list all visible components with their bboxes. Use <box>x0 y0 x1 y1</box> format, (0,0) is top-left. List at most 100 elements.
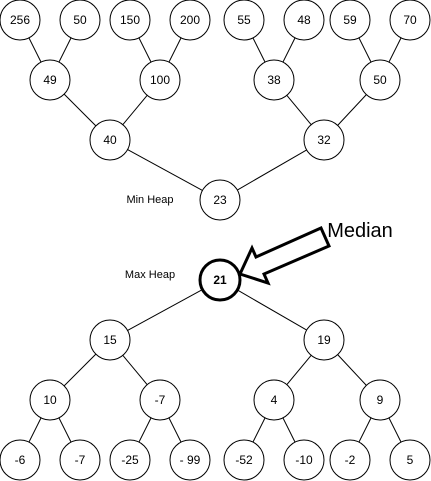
node-value: 59 <box>343 13 357 27</box>
edge-max-l-max-ll <box>63 353 97 387</box>
node-circle <box>89 319 131 361</box>
node-circle <box>29 379 71 421</box>
heap-node-min-root: 23 <box>199 179 241 221</box>
node-circle <box>359 379 401 421</box>
heap-node-min-lrl: 150 <box>109 0 151 41</box>
node-value: -6 <box>15 453 26 467</box>
node-value: 256 <box>10 13 30 27</box>
node-circle <box>303 119 345 161</box>
heap-node-min-ll: 49 <box>29 59 71 101</box>
node-value: 50 <box>73 13 87 27</box>
edge-max-rl-max-rll <box>252 417 266 443</box>
edge-min-ll-min-llr <box>58 37 72 63</box>
heap-node-min-r: 32 <box>303 119 345 161</box>
node-value: -10 <box>295 453 313 467</box>
median-callout: Median <box>237 220 393 286</box>
heap-node-max-rl: 4 <box>253 379 295 421</box>
tree-edges <box>28 37 402 443</box>
node-circle <box>283 439 325 481</box>
node-value: 15 <box>103 333 117 347</box>
node-circle <box>198 258 242 302</box>
node-circle <box>253 379 295 421</box>
edge-min-lr-min-lrr <box>168 37 182 63</box>
edge-max-lr-max-lrr <box>168 417 182 443</box>
node-value: 50 <box>373 73 387 87</box>
node-circle <box>139 379 181 421</box>
node-value: 38 <box>267 73 281 87</box>
node-value: 40 <box>103 133 117 147</box>
median-label: Median <box>327 220 393 242</box>
node-value: 19 <box>317 333 331 347</box>
node-circle <box>359 59 401 101</box>
heap-node-min-lrr: 200 <box>169 0 211 41</box>
node-value: - 99 <box>180 453 201 467</box>
edge-min-lr-min-lrl <box>138 37 152 63</box>
node-circle <box>29 59 71 101</box>
node-value: 150 <box>120 13 140 27</box>
heap-node-max-rll: -52 <box>223 439 265 481</box>
node-value: 48 <box>297 13 311 27</box>
edge-max-root-max-l <box>127 289 203 331</box>
edge-min-root-min-r <box>237 149 307 191</box>
heap-node-max-rr: 9 <box>359 379 401 421</box>
node-value: 55 <box>237 13 251 27</box>
node-value: -25 <box>121 453 139 467</box>
heap-node-max-rlr: -10 <box>283 439 325 481</box>
edge-max-lr-max-lrl <box>138 417 152 443</box>
heap-node-max-lll: -6 <box>0 439 41 481</box>
node-circle <box>303 319 345 361</box>
node-circle <box>109 0 151 41</box>
node-circle <box>389 439 431 481</box>
heap-node-max-l: 15 <box>89 319 131 361</box>
median-node-max-root: 21 <box>198 258 242 302</box>
heap-node-max-llr: -7 <box>59 439 101 481</box>
node-circle <box>0 0 41 41</box>
node-circle <box>283 0 325 41</box>
edge-max-root-max-r <box>237 289 307 331</box>
median-arrow-icon <box>237 226 331 286</box>
node-value: 9 <box>377 393 384 407</box>
node-value: 10 <box>43 393 57 407</box>
edge-min-rr-min-rrr <box>388 37 402 63</box>
node-value: 4 <box>271 393 278 407</box>
edge-min-root-min-l <box>127 149 203 191</box>
edge-max-rl-max-rlr <box>282 417 296 443</box>
edge-max-ll-max-lll <box>28 417 42 443</box>
node-value: 100 <box>150 73 170 87</box>
heap-node-min-lll: 256 <box>0 0 41 41</box>
node-circle <box>59 0 101 41</box>
heap-node-min-rr: 50 <box>359 59 401 101</box>
edge-min-l-min-ll <box>63 93 97 127</box>
heap-node-max-lrl: -25 <box>109 439 151 481</box>
node-value: -52 <box>235 453 253 467</box>
node-circle <box>223 439 265 481</box>
heap-node-max-lr: -7 <box>139 379 181 421</box>
heap-node-max-ll: 10 <box>29 379 71 421</box>
node-value: 5 <box>407 453 414 467</box>
heap-node-min-rll: 55 <box>223 0 265 41</box>
edge-max-r-max-rl <box>286 355 312 385</box>
edge-min-ll-min-lll <box>28 37 42 63</box>
node-value: 200 <box>180 13 200 27</box>
edge-min-rl-min-rll <box>252 37 266 63</box>
node-circle <box>0 439 41 481</box>
heap-node-min-llr: 50 <box>59 0 101 41</box>
edge-min-rr-min-rrl <box>358 37 372 63</box>
edge-min-rl-min-rlr <box>282 37 296 63</box>
node-circle <box>89 119 131 161</box>
node-circle <box>59 439 101 481</box>
node-circle <box>199 179 241 221</box>
edge-max-l-max-lr <box>122 355 148 385</box>
node-circle <box>389 0 431 41</box>
node-circle <box>253 59 295 101</box>
heap-node-min-rlr: 48 <box>283 0 325 41</box>
edge-max-r-max-rr <box>337 354 367 386</box>
node-value: 70 <box>403 13 417 27</box>
node-value: 23 <box>213 193 227 207</box>
node-value: 32 <box>317 133 331 147</box>
heap-node-max-rrr: 5 <box>389 439 431 481</box>
node-circle <box>329 439 371 481</box>
node-circle <box>329 0 371 41</box>
